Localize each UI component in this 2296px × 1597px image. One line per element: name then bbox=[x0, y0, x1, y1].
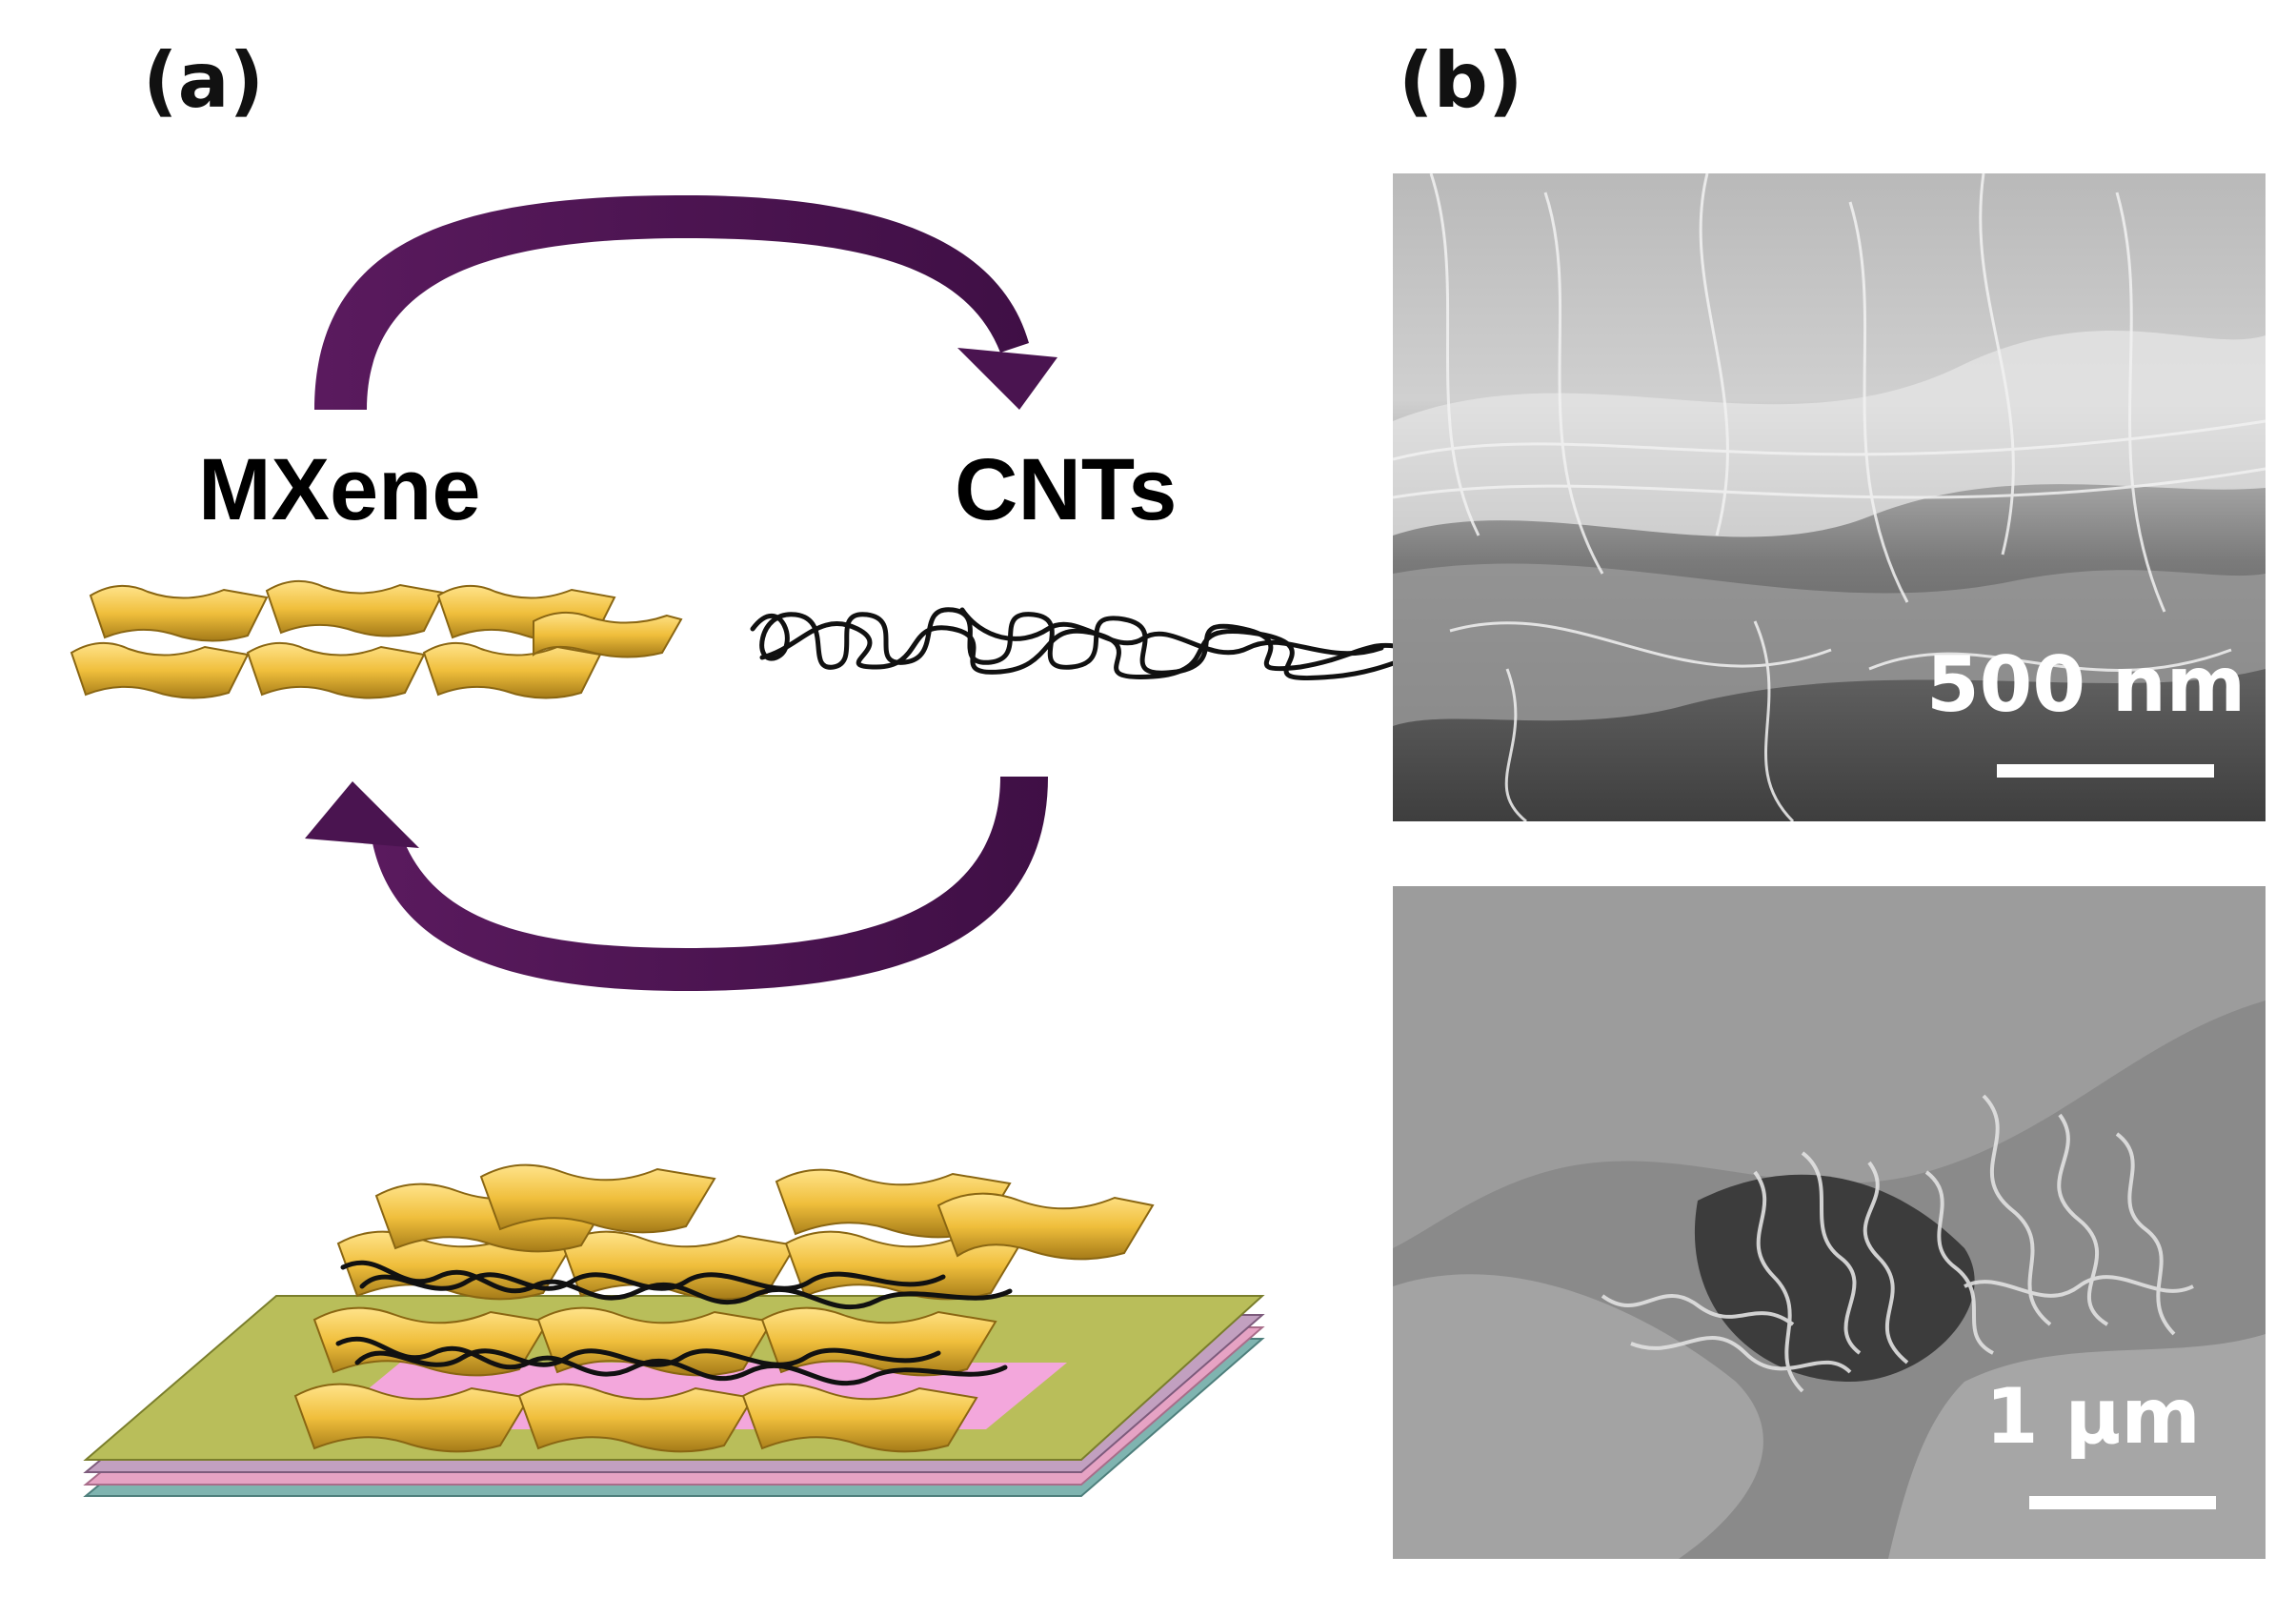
scale-bar-top bbox=[1997, 764, 2214, 778]
mxene-flakes bbox=[70, 579, 683, 699]
cnt-tangle bbox=[750, 607, 1480, 681]
composite-stack bbox=[293, 1163, 1155, 1453]
scale-bar-bottom bbox=[2029, 1496, 2216, 1509]
bottom-cycle-arrow bbox=[305, 777, 1048, 991]
scale-bar-label-bottom: 1 µm bbox=[1985, 1372, 2201, 1461]
sem-micrograph-bottom: 1 µm bbox=[1393, 886, 2266, 1559]
panel-a-label: (a) bbox=[143, 36, 265, 125]
mxene-label: MXene bbox=[198, 441, 481, 538]
top-cycle-arrow bbox=[314, 195, 1057, 410]
cnts-label: CNTs bbox=[955, 441, 1178, 538]
sem-micrograph-top: 500 nm bbox=[1393, 173, 2266, 821]
scale-bar-label-top: 500 nm bbox=[1926, 640, 2246, 729]
panel-b-label: (b) bbox=[1399, 36, 1523, 125]
sem-top-texture bbox=[1393, 173, 2266, 821]
